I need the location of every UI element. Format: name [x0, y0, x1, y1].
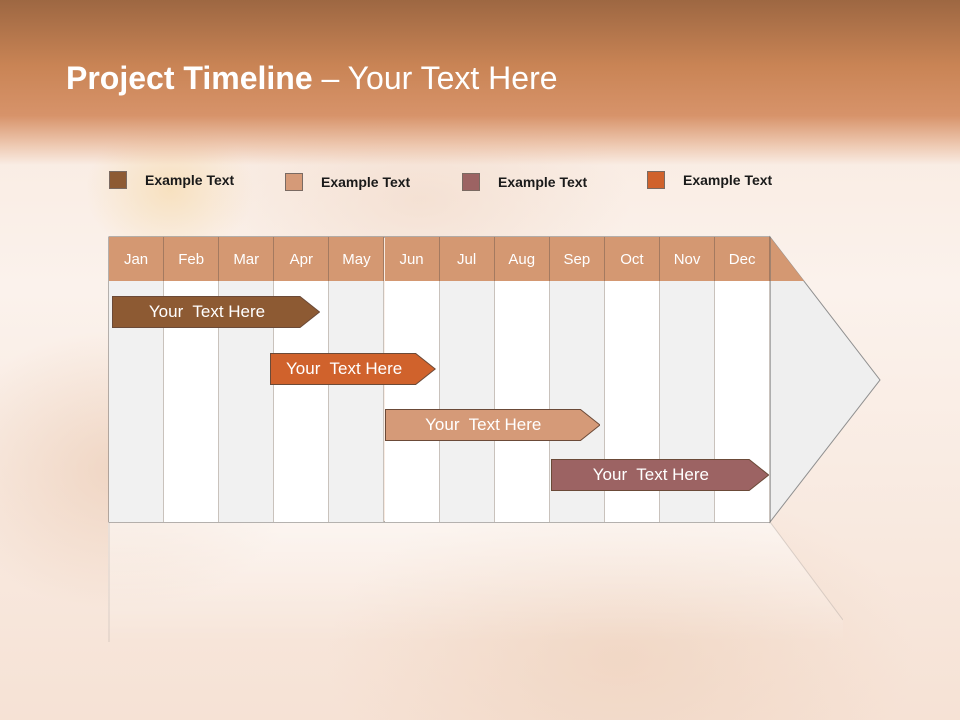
- month-label: May: [329, 237, 385, 281]
- month-label: Aug: [494, 237, 550, 281]
- legend-label: Example Text: [683, 172, 773, 188]
- legend-item: Example Text: [285, 172, 410, 192]
- month-column: [109, 237, 165, 522]
- task-bar: Your Text Here: [384, 409, 600, 441]
- month-label: Apr: [274, 237, 330, 281]
- legend-item: Example Text: [109, 170, 234, 190]
- timeline-arrow-header-cap: [770, 237, 804, 281]
- task-bar-label: Your Text Here: [148, 302, 266, 321]
- legend-label: Example Text: [498, 174, 588, 190]
- task-bar-shape: [384, 409, 600, 441]
- legend-item: Example Text: [462, 172, 587, 192]
- timeline-reflection: [108, 522, 843, 642]
- month-label: Nov: [660, 237, 716, 281]
- month-column: [164, 237, 220, 522]
- legend-item: Example Text: [647, 170, 772, 190]
- slide-title: Project Timeline – Your Text Here: [66, 60, 558, 97]
- legend-label: Example Text: [321, 174, 411, 190]
- legend-swatch: [285, 173, 303, 191]
- month-label: Oct: [604, 237, 660, 281]
- task-bar-shape: [112, 296, 320, 328]
- task-bar: Your Text Here: [270, 353, 436, 385]
- legend-swatch: [647, 171, 665, 189]
- task-bar: Your Text Here: [112, 296, 320, 328]
- task-bar-label: Your Text Here: [286, 359, 403, 378]
- legend-label: Example Text: [145, 172, 235, 188]
- task-bar-shape: [270, 353, 436, 385]
- month-column: [494, 237, 550, 522]
- month-column: [439, 237, 495, 522]
- task-bar-shape: [550, 459, 769, 491]
- month-label: Mar: [219, 237, 275, 281]
- month-label: Jul: [439, 237, 495, 281]
- month-label: Jan: [109, 237, 165, 281]
- slide-title-subtitle: Your Text Here: [347, 60, 558, 96]
- task-bar-label: Your Text Here: [592, 465, 710, 484]
- month-label: Sep: [549, 237, 605, 281]
- slide-title-main: Project Timeline: [66, 60, 313, 96]
- slide-title-separator: –: [312, 60, 348, 96]
- month-label: Dec: [715, 237, 771, 281]
- month-label: Jun: [384, 237, 440, 281]
- task-bar: Your Text Here: [550, 459, 769, 491]
- legend-swatch: [462, 173, 480, 191]
- legend-swatch: [109, 171, 127, 189]
- task-bar-label: Your Text Here: [425, 415, 542, 434]
- title-band: [0, 0, 960, 165]
- month-label: Feb: [164, 237, 220, 281]
